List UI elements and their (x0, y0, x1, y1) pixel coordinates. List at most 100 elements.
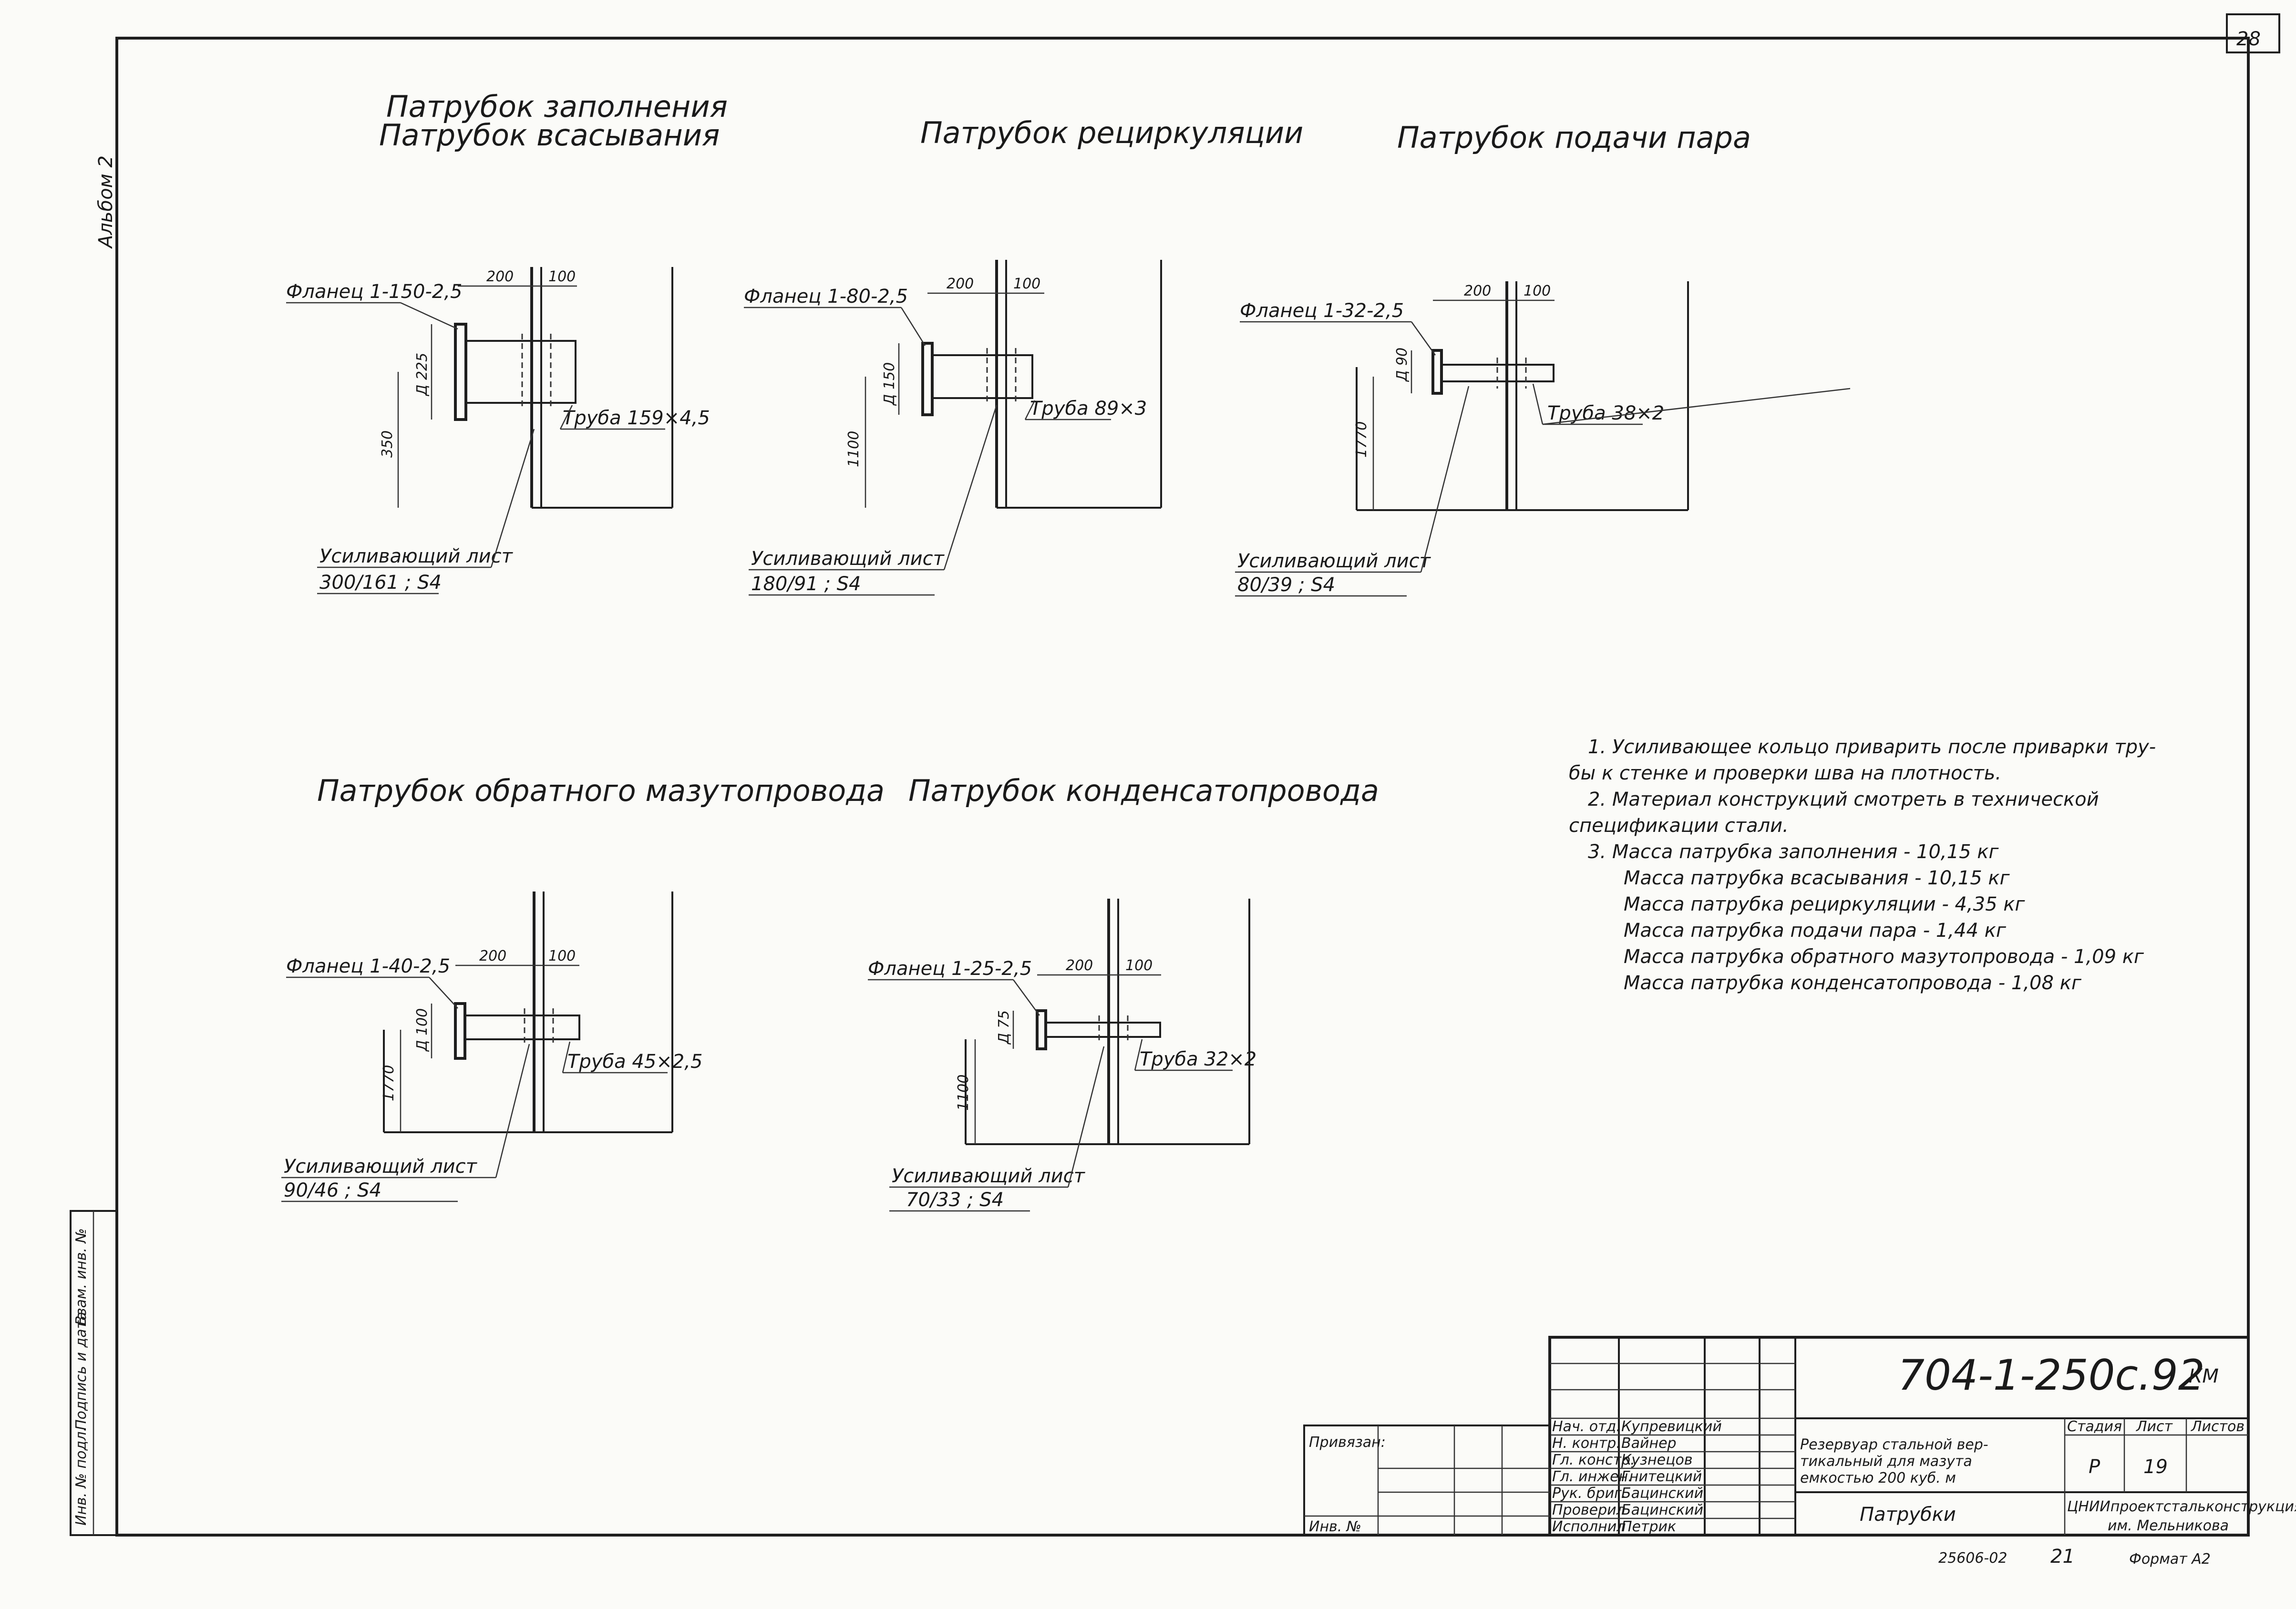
drawing-2-dim-b: 100 (1013, 276, 1040, 292)
inv-label: Инв. № (1309, 1518, 1361, 1535)
note-line-6: Масса патрубка всасывания - 10,15 кг (1624, 867, 2010, 889)
names-3: Кузнецов (1621, 1452, 1693, 1468)
sheet-frame (115, 37, 2250, 1537)
drawing-1-dim-a: 200 (486, 268, 514, 285)
drawing-5-dim-d: Д 75 (996, 1010, 1012, 1045)
sheet-number-box (2226, 13, 2280, 53)
drawing-5-pipe: Труба 32×2 (1140, 1048, 1256, 1070)
names-6: Бацинский (1621, 1502, 1703, 1518)
drawing-4-dim-a: 200 (479, 948, 506, 964)
drawing-4-plate-spec: 90/46 ; S4 (284, 1179, 381, 1201)
album-label: Альбом 2 (95, 155, 117, 249)
drawing-2-pipe: Труба 89×3 (1030, 398, 1147, 420)
left-strip-2: Подпись и дата (73, 1312, 90, 1431)
drawing-5-dim-a: 200 (1066, 957, 1093, 974)
drawing-3-dim-d: Д 90 (1394, 348, 1411, 382)
left-strip-3: Взам. инв. № (73, 1228, 90, 1325)
notes-block: 1. Усиливающее кольцо приварить после пр… (1569, 736, 2156, 994)
drawing-5-plate-label: Усиливающий лист (892, 1165, 1086, 1187)
roles-2: Н. контр. (1552, 1435, 1621, 1452)
drawing-5-title: Патрубок конденсатопровода (908, 773, 1379, 808)
footer-sheet: 21 (2050, 1546, 2075, 1568)
drawing-3-dim-h: 1770 (1353, 421, 1370, 458)
drawing-2-flange: Фланец 1-80-2,5 (744, 286, 908, 307)
note-line-9: Масса патрубка обратного мазутопровода -… (1624, 946, 2144, 968)
drawing-4-flange: Фланец 1-40-2,5 (286, 955, 450, 977)
sheet-value: 19 (2143, 1456, 2168, 1478)
drawing-3-dim-b: 100 (1524, 283, 1551, 299)
drawing-4-dim-d: Д 100 (414, 1008, 431, 1052)
drawing-2-plate-label: Усиливающий лист (751, 548, 945, 570)
sheet-header: Лист (2136, 1418, 2173, 1435)
drawing-3-title: Патрубок подачи пара (1397, 120, 1751, 155)
drawing-4-dim-b: 100 (548, 948, 576, 964)
drawing-2-title: Патрубок рециркуляции (920, 115, 1303, 150)
drawing-3-plate-spec: 80/39 ; S4 (1237, 574, 1335, 596)
title-block-code: 704-1-250с.92 (1898, 1351, 2205, 1400)
drawing-5-flange: Фланец 1-25-2,5 (868, 958, 1032, 980)
drawing-5-dim-b: 100 (1125, 957, 1153, 974)
drawing-recirculation: Патрубок рециркуляции 200 100 Д 150 1100… (744, 115, 1303, 596)
stage-value: Р (2089, 1456, 2100, 1478)
stage-header: Стадия (2067, 1418, 2122, 1435)
drawing-1-plate-label: Усиливающий лист (319, 545, 514, 567)
roles-5: Рук. бриг. (1552, 1485, 1626, 1502)
roles-6: Проверил (1552, 1502, 1626, 1518)
drawing-return-fuel: Патрубок обратного мазутопровода 200 100… (281, 773, 885, 1202)
drawing-4-pipe: Труба 45×2,5 (567, 1051, 702, 1073)
drawing-3-dim-a: 200 (1464, 283, 1491, 299)
drawing-4-dim-h: 1770 (381, 1065, 397, 1101)
note-line-8: Масса патрубка подачи пара - 1,44 кг (1624, 920, 2007, 942)
drawing-3-pipe: Труба 38×2 (1547, 402, 1664, 424)
roles-3: Гл. констр. (1552, 1452, 1635, 1468)
note-line-2: бы к стенке и проверки шва на плотность. (1569, 762, 2001, 784)
roles-1: Нач. отд. (1552, 1418, 1621, 1435)
drawing-2-dim-h: 1100 (845, 431, 862, 467)
note-line-5: 3. Масса патрубка заполнения - 10,15 кг (1588, 841, 1999, 863)
note-line-7: Масса патрубка рециркуляции - 4,35 кг (1624, 893, 2025, 915)
drawing-1-dim-d: Д 225 (414, 353, 431, 397)
drawing-name: Патрубки (1860, 1504, 1956, 1526)
org-name: ЦНИИпроектстальконструкция (2067, 1498, 2296, 1515)
drawing-1-plate-spec: 300/161 ; S4 (319, 572, 442, 594)
drawing-5-plate-spec: 70/33 ; S4 (906, 1189, 1004, 1211)
drawing-2-plate-spec: 180/91 ; S4 (751, 573, 861, 595)
drawing-steam: Патрубок подачи пара 200 100 Д 90 1770 Ф… (1235, 120, 1851, 597)
names-7: Петрик (1621, 1518, 1676, 1535)
drawing-3-plate-label: Усиливающий лист (1237, 550, 1431, 572)
note-line-3: 2. Материал конструкций смотреть в техни… (1588, 789, 2099, 810)
note-line-1: 1. Усиливающее кольцо приварить после пр… (1588, 736, 2156, 758)
names-2: Вайнер (1621, 1435, 1677, 1452)
description-1: Резервуар стальной вер- (1800, 1436, 1988, 1453)
drawing-2-dim-a: 200 (947, 276, 974, 292)
org-sub: им. Мельникова (2108, 1517, 2229, 1534)
sheets-header: Листов (2191, 1418, 2245, 1435)
left-strip-1: Инв. № подл. (73, 1427, 90, 1526)
drawing-1-dim-b: 100 (548, 268, 576, 285)
drawing-2-dim-d: Д 150 (881, 362, 898, 406)
description-2: тикальный для мазута (1800, 1453, 1972, 1470)
description-3: емкостью 200 куб. м (1800, 1470, 1956, 1486)
drawing-1-title-1: Патрубок заполнения (386, 89, 728, 124)
drawing-1-title-2: Патрубок всасывания (379, 118, 720, 153)
note-line-4: спецификации стали. (1569, 815, 1789, 837)
title-block-mark: КМ (2189, 1365, 2219, 1387)
note-line-10: Масса патрубка конденсатопровода - 1,08 … (1624, 972, 2082, 994)
sheet-number: 28 (2236, 28, 2261, 50)
drawing-condensate: Патрубок конденсатопровода 200 100 Д 75 … (868, 773, 1379, 1212)
drawing-fill-suction: Патрубок заполнения Патрубок всасывания … (286, 89, 728, 594)
drawing-4-title: Патрубок обратного мазутопровода (317, 773, 885, 808)
drawing-1-dim-h: 350 (379, 430, 396, 458)
binding-block: Привязан: Инв. № (1303, 1425, 1551, 1536)
title-block: 704-1-250с.92 КМ Нач. отд. Н. контр. Гл.… (1548, 1336, 2296, 1537)
privyazan-label: Привязан: (1309, 1434, 1386, 1451)
names-4: Гнитецкий (1621, 1468, 1702, 1485)
names-5: Бацинский (1621, 1485, 1703, 1502)
names-1: Купревицкий (1621, 1418, 1722, 1435)
roles-7: Исполнил (1552, 1518, 1626, 1535)
drawing-1-flange: Фланец 1-150-2,5 (286, 281, 463, 303)
drawing-1-pipe: Труба 159×4,5 (563, 407, 710, 429)
format-label: Формат А2 (2129, 1551, 2211, 1568)
drawing-5-dim-h: 1100 (955, 1075, 972, 1111)
